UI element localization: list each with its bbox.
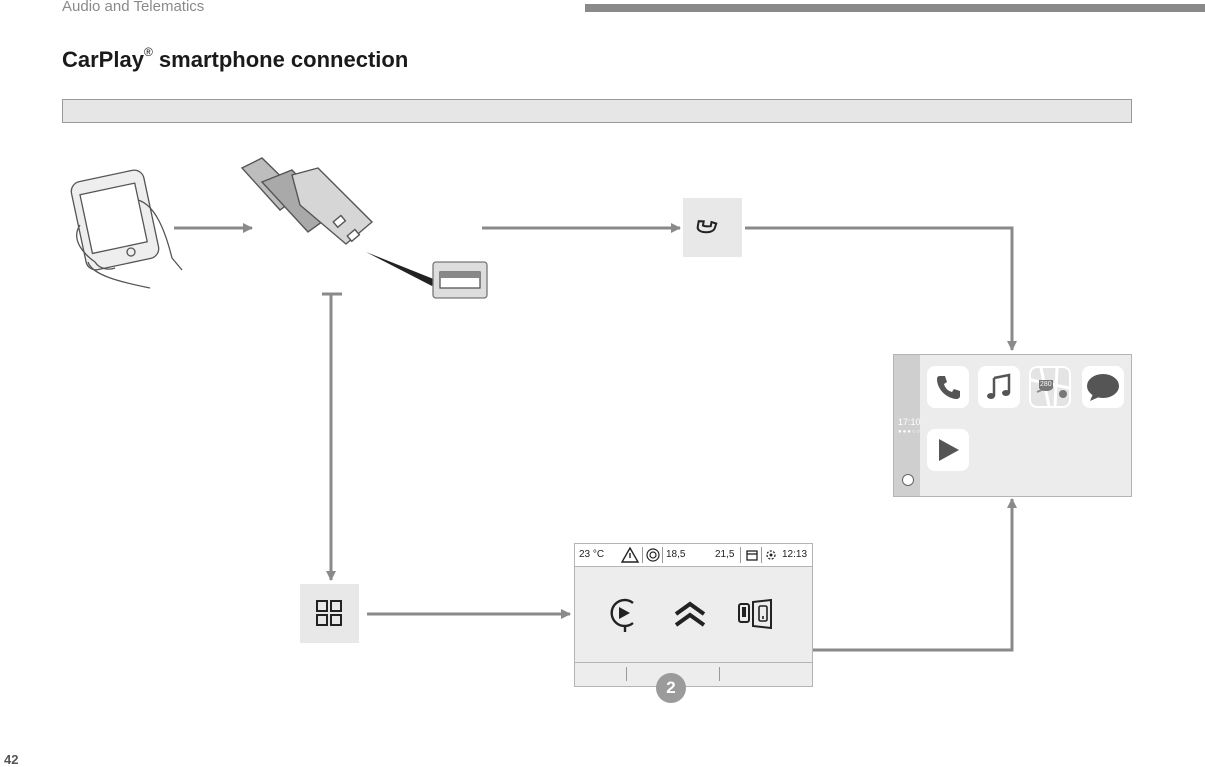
callout-badge: 2 — [656, 673, 686, 703]
phone-icon — [937, 376, 960, 399]
home-button[interactable] — [902, 474, 914, 486]
radio-icon — [646, 548, 660, 562]
usb-plug-icon — [240, 157, 374, 245]
arrow-phone-tile-to-carplay — [745, 226, 1017, 351]
phone-function-button[interactable] — [683, 198, 742, 257]
play-icon — [939, 439, 959, 461]
page-number: 42 — [4, 752, 19, 767]
title-rest: smartphone connection — [152, 47, 409, 72]
bottom-bar — [575, 662, 812, 687]
apps-grid-icon — [316, 600, 342, 626]
status-bar: 23 °C 18,5 21,5 12:13 — [575, 544, 812, 567]
divider — [719, 667, 720, 681]
page-title: CarPlay® smartphone connection — [62, 44, 409, 73]
usb-pointer — [366, 252, 436, 286]
map-badge: 280 — [1040, 381, 1052, 388]
carplay-now-playing-app[interactable] — [927, 429, 969, 471]
carplay-sidebar: 17:10 ●●●○○ — [894, 355, 922, 496]
title-main: CarPlay — [62, 47, 144, 72]
settings-icon — [766, 550, 776, 560]
apps-menu-button[interactable] — [300, 584, 359, 643]
phone-handset-icon — [696, 220, 718, 234]
carplay-time: 17:10 — [898, 417, 921, 427]
section-bar — [62, 99, 1132, 123]
carplay-phone-app[interactable] — [927, 366, 969, 408]
warning-icon — [621, 547, 639, 563]
smartphone-in-hand-icon — [70, 169, 183, 289]
carplay-music-app[interactable] — [978, 366, 1020, 408]
carplay-messages-app[interactable] — [1082, 366, 1124, 408]
vehicle-touchscreen: 23 °C 18,5 21,5 12:13 — [574, 543, 813, 687]
mirror-screen-icon[interactable] — [735, 598, 775, 630]
registered-mark: ® — [143, 44, 153, 59]
header-bar — [585, 4, 1205, 12]
music-icon — [987, 373, 1011, 399]
divider — [740, 547, 741, 563]
citroen-logo-icon[interactable] — [673, 600, 707, 628]
carplay-play-icon[interactable] — [607, 596, 639, 632]
signal-dots: ●●●○○ — [898, 429, 922, 435]
divider — [626, 667, 627, 681]
media-icon — [746, 550, 758, 561]
divider — [662, 547, 663, 563]
divider — [761, 547, 762, 563]
carplay-maps-app[interactable]: 280 — [1029, 366, 1071, 408]
section-header: Audio and Telematics — [62, 0, 205, 15]
messages-icon — [1087, 374, 1119, 401]
temperature: 23 °C — [579, 549, 605, 560]
value-left: 18,5 — [666, 549, 686, 560]
divider — [642, 547, 643, 563]
value-right: 21,5 — [715, 549, 735, 560]
carplay-screen: 17:10 ●●●○○ 280 — [893, 354, 1132, 497]
usb-port-icon — [432, 261, 488, 299]
map-icon — [1030, 367, 1070, 407]
clock: 12:13 — [782, 549, 808, 560]
